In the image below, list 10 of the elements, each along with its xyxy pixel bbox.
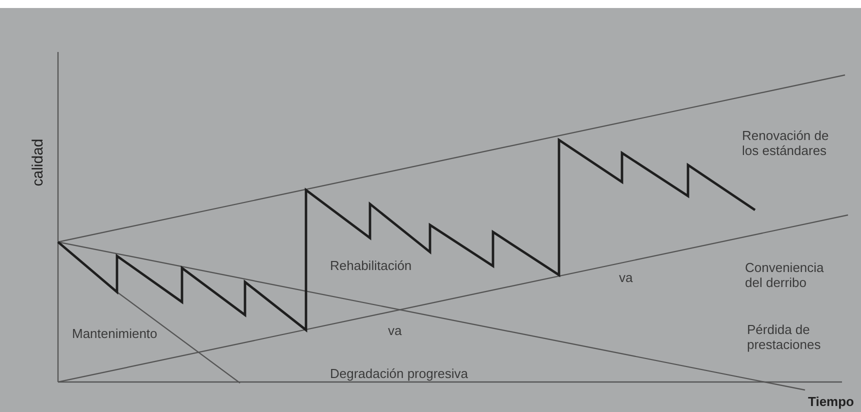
axis-label: Tiempo	[808, 394, 854, 409]
region-label: va	[388, 323, 402, 338]
axis-label: calidad	[30, 138, 46, 186]
curve-label: Pérdida de prestaciones	[747, 322, 822, 352]
curve-label: Renovación de los estándares	[742, 128, 830, 158]
region-label: va	[619, 270, 633, 285]
region-label: Degradación progresiva	[330, 366, 468, 381]
region-label: Rehabilitación	[330, 258, 412, 273]
curve-label: Conveniencia del derribo	[745, 260, 825, 290]
region-label: Mantenimiento	[72, 326, 158, 341]
